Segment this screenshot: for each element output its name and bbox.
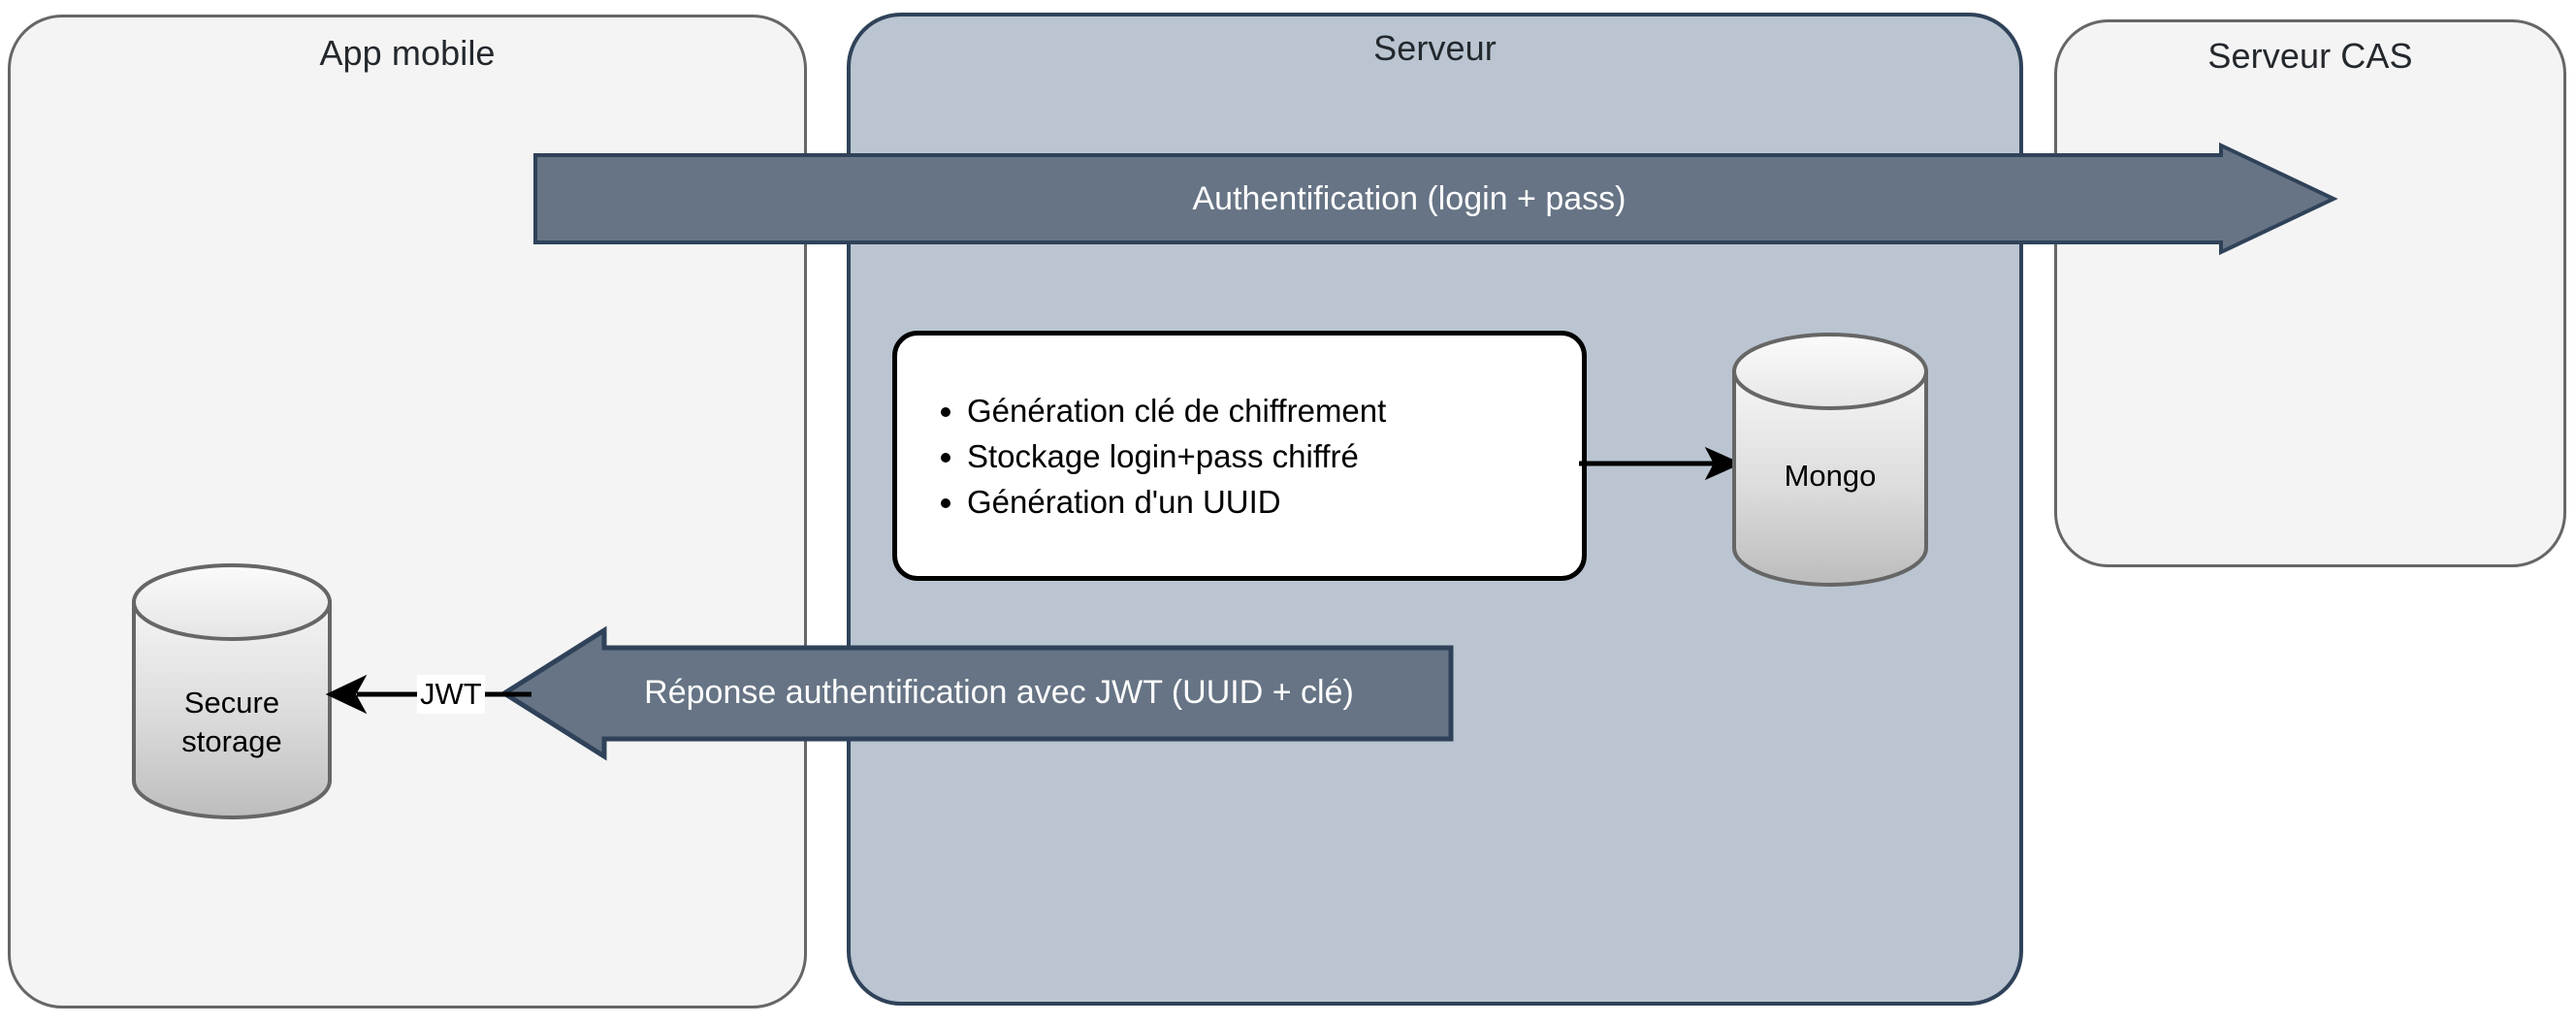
- cylinder-icon: [1732, 333, 1928, 587]
- container-serveur-cas: Serveur CAS: [2054, 19, 2566, 567]
- list-item: Génération clé de chiffrement: [967, 388, 1386, 433]
- jwt-label: JWT: [417, 675, 485, 714]
- authentication-arrow-label: Authentification (login + pass): [1192, 180, 1626, 217]
- process-to-mongo-connector: [1579, 446, 1743, 481]
- response-arrow: [499, 625, 1454, 761]
- server-process-list: Génération clé de chiffrement Stockage l…: [897, 388, 1386, 525]
- authentication-arrow: [533, 142, 2338, 256]
- response-arrow-label: Réponse authentification avec JWT (UUID …: [644, 674, 1354, 711]
- list-item: Génération d'un UUID: [967, 479, 1386, 525]
- serveur-cas-title: Serveur CAS: [2207, 36, 2413, 76]
- mongo-database-cylinder: Mongo: [1731, 333, 1929, 587]
- secure-storage-cylinder: Secure storage: [131, 562, 333, 820]
- cylinder-icon: [132, 563, 332, 819]
- app-mobile-title: App mobile: [319, 33, 496, 73]
- list-item: Stockage login+pass chiffré: [967, 433, 1386, 479]
- serveur-title: Serveur: [1373, 28, 1497, 68]
- server-process-box: Génération clé de chiffrement Stockage l…: [892, 331, 1587, 581]
